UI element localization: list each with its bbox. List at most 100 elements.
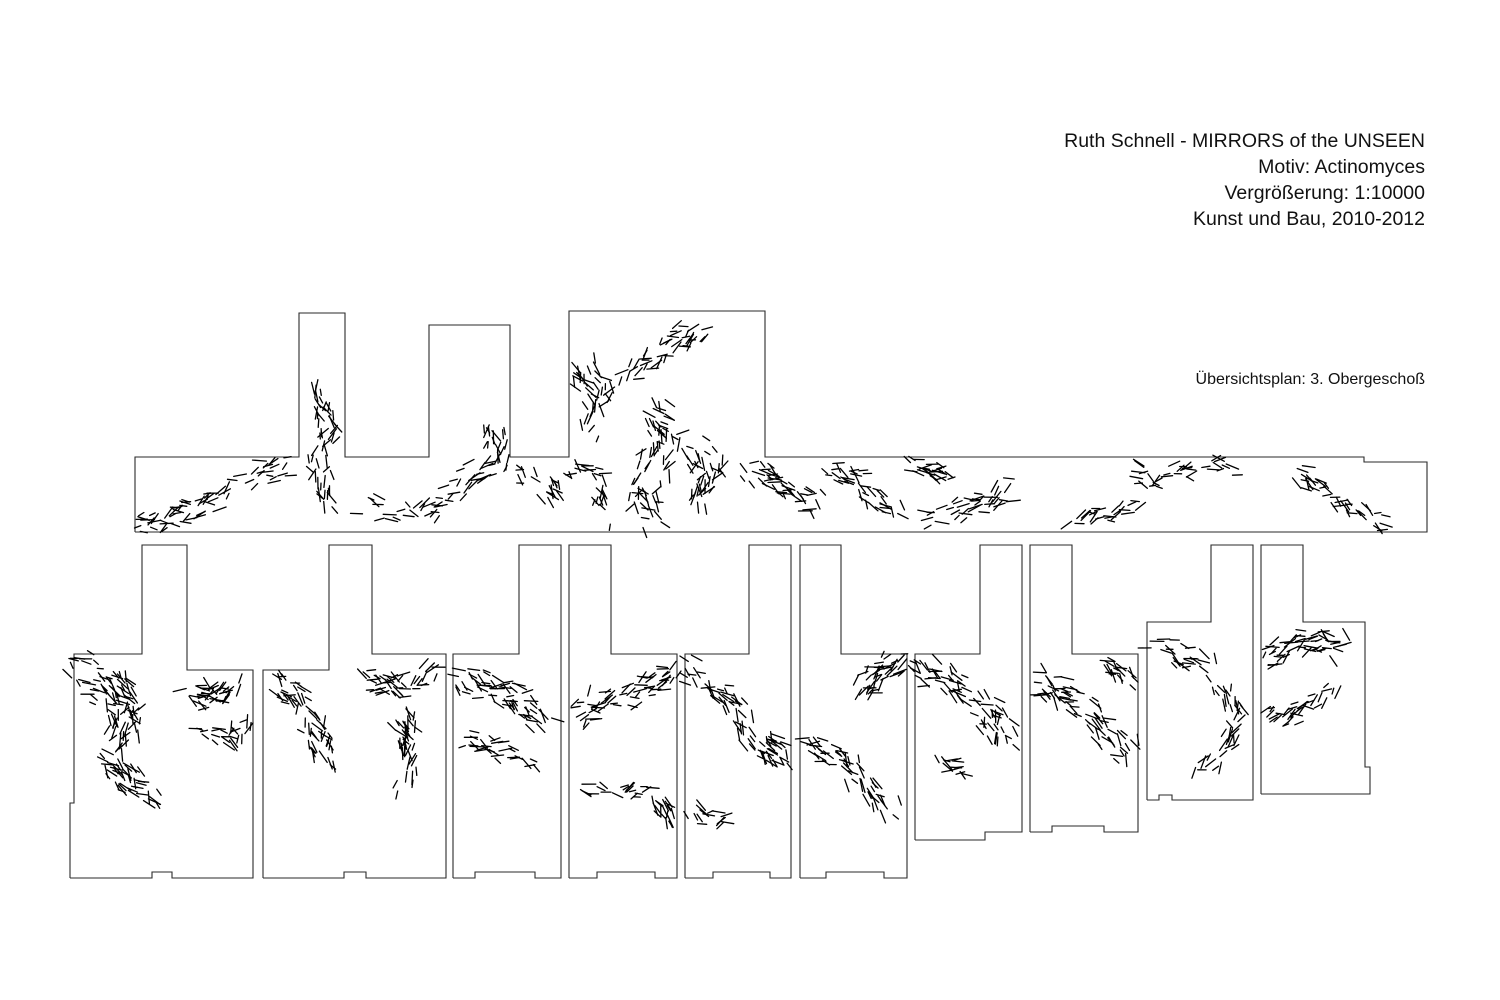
pattern-stroke — [968, 699, 982, 703]
pattern-stroke — [483, 460, 497, 465]
pattern-stroke — [266, 474, 274, 477]
pattern-stroke — [761, 482, 775, 490]
pattern-stroke — [956, 680, 966, 687]
pattern-stroke — [97, 672, 106, 682]
pattern-stroke — [390, 671, 400, 683]
pattern-stroke — [958, 512, 973, 516]
pattern-stroke — [323, 443, 329, 457]
pattern-stroke — [1103, 664, 1113, 677]
room-8-outline — [1029, 544, 1139, 833]
pattern-stroke — [1357, 510, 1366, 517]
pattern-stroke — [1229, 704, 1234, 713]
pattern-stroke — [410, 675, 417, 687]
pattern-stroke — [748, 726, 757, 738]
pattern-stroke — [707, 476, 711, 488]
pattern-stroke — [1304, 478, 1314, 491]
pattern-stroke — [117, 789, 126, 793]
pattern-stroke — [308, 745, 315, 754]
pattern-stroke — [327, 756, 333, 770]
pattern-stroke — [550, 717, 565, 723]
pattern-stroke — [108, 734, 118, 742]
pattern-stroke — [876, 489, 885, 498]
pattern-stroke — [913, 659, 922, 665]
pattern-stroke — [919, 659, 929, 671]
pattern-stroke — [525, 719, 539, 723]
pattern-stroke — [914, 674, 922, 680]
pattern-stroke — [425, 662, 436, 673]
pattern-stroke — [497, 740, 510, 744]
pattern-stroke — [124, 678, 135, 688]
pattern-stroke — [105, 698, 109, 713]
pattern-stroke — [592, 361, 601, 375]
pattern-stroke — [310, 731, 320, 742]
pattern-stroke — [770, 733, 786, 740]
pattern-stroke — [1205, 674, 1212, 683]
pattern-stroke — [970, 499, 981, 502]
pattern-stroke — [1099, 659, 1115, 663]
pattern-stroke — [1332, 643, 1347, 649]
pattern-stroke — [1261, 644, 1275, 651]
pattern-stroke — [779, 756, 790, 763]
pattern-stroke — [521, 689, 534, 694]
pattern-stroke — [630, 701, 643, 711]
pattern-stroke — [805, 486, 816, 494]
pattern-stroke — [822, 750, 834, 760]
pattern-stroke — [1197, 755, 1209, 764]
pattern-stroke — [211, 739, 219, 746]
pattern-stroke — [1069, 705, 1080, 708]
pattern-stroke — [557, 479, 561, 490]
pattern-stroke — [1223, 693, 1227, 708]
pattern-stroke — [437, 484, 450, 490]
pattern-stroke — [1320, 629, 1327, 638]
pattern-stroke — [470, 477, 483, 481]
pattern-stroke — [1041, 688, 1051, 698]
pattern-stroke — [581, 401, 589, 410]
pattern-stroke — [1069, 705, 1078, 715]
pattern-stroke — [218, 488, 232, 496]
pattern-stroke — [634, 792, 643, 796]
pattern-stroke — [411, 770, 414, 786]
pattern-stroke — [182, 512, 191, 522]
pattern-stroke — [291, 699, 298, 707]
pattern-stroke — [172, 511, 182, 515]
pattern-stroke — [1287, 708, 1296, 721]
pattern-stroke — [86, 650, 95, 656]
pattern-stroke — [112, 764, 123, 776]
pattern-stroke — [315, 458, 320, 469]
pattern-stroke — [788, 488, 795, 497]
pattern-stroke — [866, 486, 877, 498]
pattern-stroke — [1231, 723, 1242, 734]
pattern-stroke — [458, 744, 466, 749]
pattern-stroke — [994, 497, 1000, 504]
pattern-stroke — [1273, 714, 1282, 723]
title-block: Ruth Schnell - MIRRORS of the UNSEEN Mot… — [1064, 128, 1425, 232]
pattern-stroke — [978, 511, 990, 514]
pattern-stroke — [468, 671, 474, 680]
pattern-stroke — [1335, 496, 1342, 507]
pattern-stroke — [924, 662, 931, 673]
pattern-stroke — [1107, 728, 1118, 735]
pattern-stroke — [688, 494, 694, 501]
pattern-stroke — [1232, 734, 1235, 744]
pattern-stroke — [665, 460, 676, 470]
pattern-stroke — [1290, 701, 1299, 705]
pattern-stroke — [809, 744, 823, 748]
pattern-stroke — [330, 432, 335, 443]
pattern-stroke — [1115, 666, 1126, 677]
pattern-stroke — [518, 713, 533, 717]
pattern-stroke — [230, 720, 233, 734]
pattern-stroke — [1160, 648, 1173, 654]
pattern-stroke — [203, 492, 212, 495]
pattern-stroke — [1186, 468, 1197, 471]
pattern-stroke — [1080, 510, 1092, 522]
pattern-stroke — [197, 706, 210, 711]
pattern-stroke — [806, 740, 821, 746]
pattern-stroke — [951, 760, 965, 763]
pattern-stroke — [696, 483, 703, 498]
pattern-stroke — [787, 481, 796, 488]
pattern-stroke — [1279, 641, 1292, 644]
pattern-stroke — [1176, 464, 1185, 472]
pattern-stroke — [1214, 689, 1220, 697]
pattern-stroke — [307, 739, 311, 750]
plan-label: Übersichtsplan: 3. Obergeschoß — [1195, 371, 1425, 388]
